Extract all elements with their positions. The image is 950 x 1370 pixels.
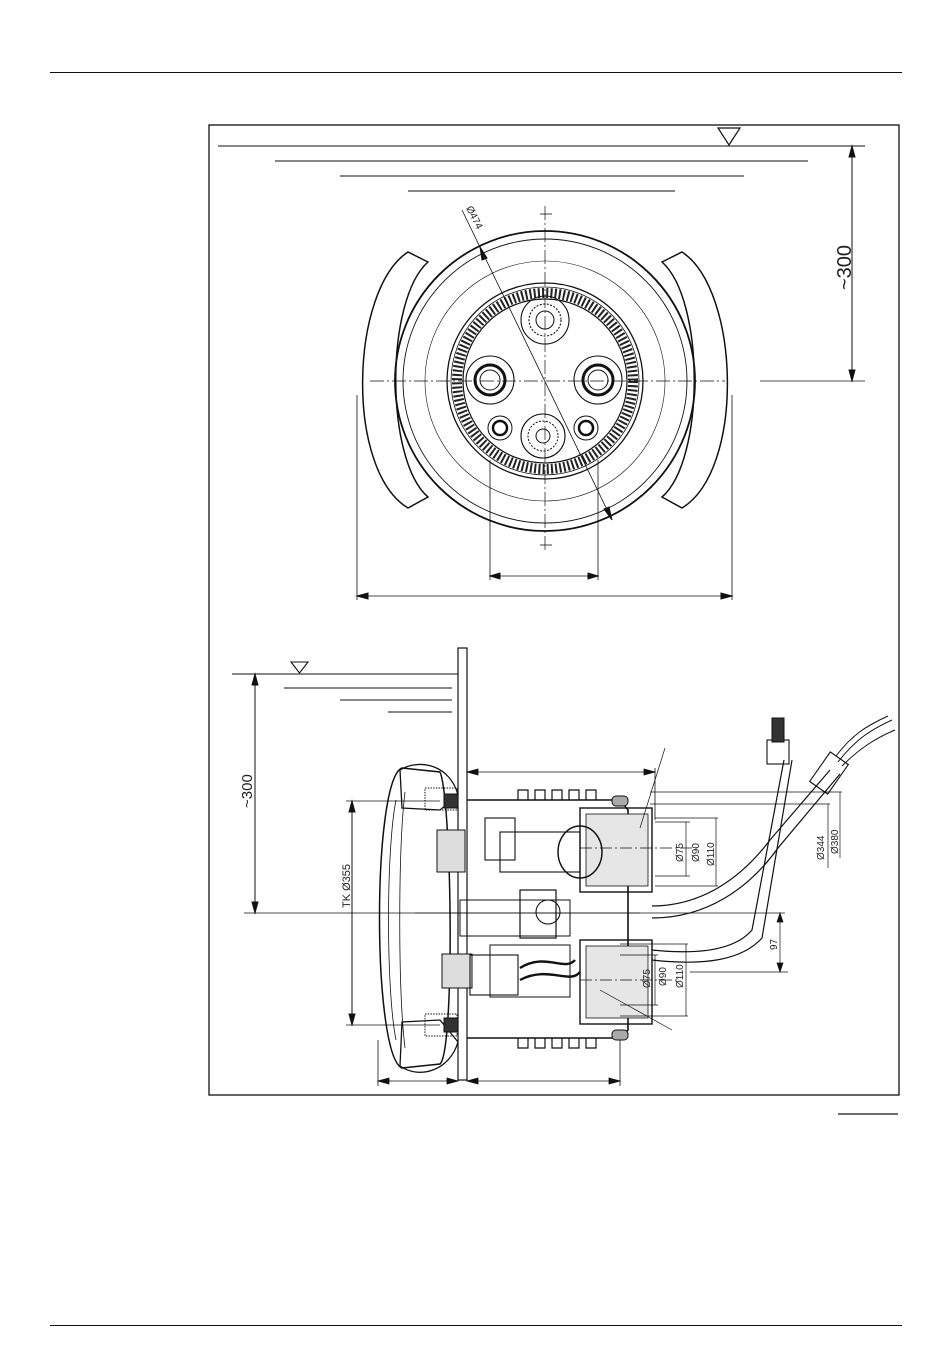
- housing-inner-label: Ø344: [816, 835, 827, 860]
- small-port-right: [574, 416, 598, 440]
- water-level-icon: [218, 128, 865, 191]
- air-hose: [652, 718, 792, 962]
- side-depth-label: ~300: [239, 774, 256, 808]
- right-port: [574, 356, 622, 404]
- lower-port-outer-label: Ø110: [675, 964, 686, 988]
- top-diameter-label: Ø474: [463, 204, 484, 231]
- small-port-left: [488, 416, 512, 440]
- housing-outer-label: Ø380: [830, 829, 841, 854]
- front-cover: [380, 768, 451, 1068]
- bottom-clamp: [400, 1014, 458, 1072]
- lower-port-mid-label: Ø90: [658, 967, 669, 986]
- side-water-level-icon: [232, 662, 458, 712]
- bolt-circle-label: TK Ø355: [341, 864, 353, 908]
- drawing-frame: [209, 125, 899, 1095]
- offset-label: 97: [769, 938, 780, 950]
- bottom-nozzle: [521, 414, 565, 458]
- upper-port-inner-label: Ø75: [675, 843, 686, 862]
- upper-port-outer-label: Ø110: [706, 842, 717, 866]
- bottom-dimensions: [378, 1040, 620, 1086]
- lower-port-inner-label: Ø75: [642, 969, 653, 988]
- housing-length-dimension: [467, 768, 655, 820]
- overall-width-dimension: [357, 395, 732, 600]
- side-view: [232, 648, 895, 1086]
- side-depth-dimension: [244, 674, 785, 913]
- top-view: [218, 128, 865, 600]
- upper-port-mid-label: Ø90: [691, 843, 702, 862]
- top-depth-label: ~300: [834, 245, 856, 290]
- left-port: [466, 356, 514, 404]
- port-spacing-dimension: [490, 460, 598, 580]
